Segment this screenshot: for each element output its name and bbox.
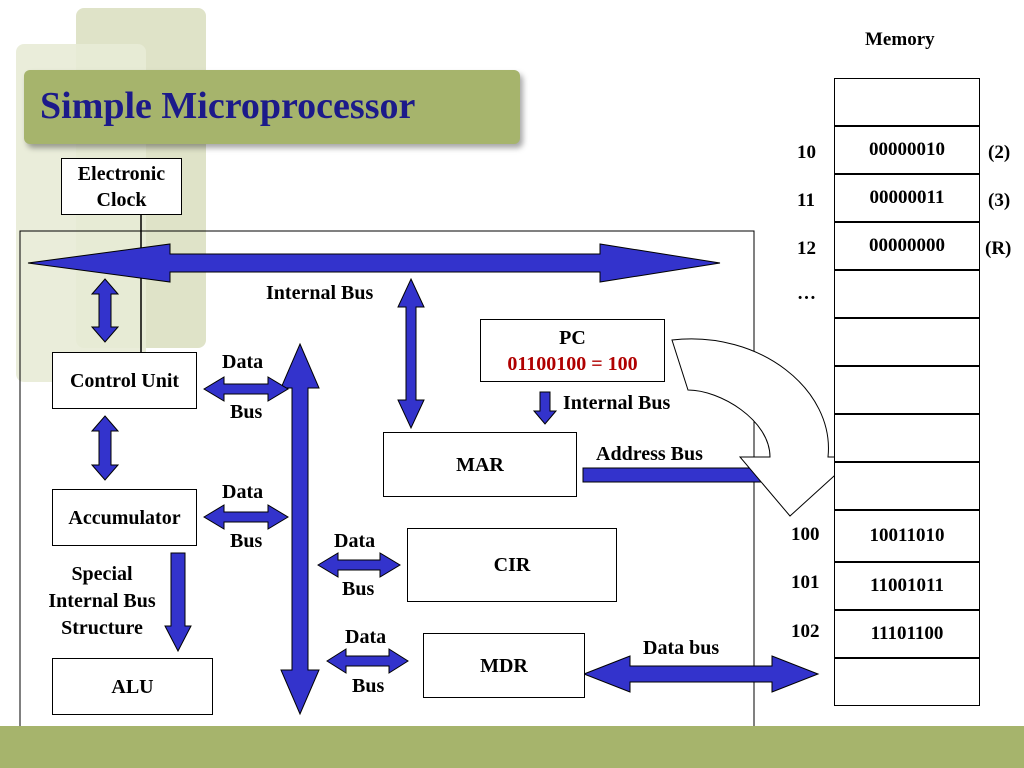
cir-label: CIR [493,554,531,576]
mar-label: MAR [456,453,504,476]
memory-cell [834,414,980,462]
memory-cell [834,658,980,706]
bus-mar-arrow [397,277,425,430]
acc-bus-label: Bus [230,530,263,552]
pc-mar-arrow [532,391,558,425]
alu-label: ALU [111,675,154,698]
mdr-label: MDR [480,654,528,677]
special-line2: Internal Bus [48,590,156,612]
memory-value: 00000011 [869,187,945,208]
memory-address: 10 [797,142,816,163]
memory-note: (R) [985,238,1012,259]
cu-bus-label: Bus [230,401,263,423]
memory-value: 11101100 [870,623,944,644]
mdr-box: MDR [423,633,585,698]
memory-data-bus-label: Data bus [643,637,720,659]
acc-data-bus-arrow [203,504,289,530]
memory-cell: 00000000 [834,222,980,270]
memory-cell [834,366,980,414]
special-line3: Structure [61,617,143,639]
special-line1: Special [71,563,133,585]
memory-address: 101 [791,572,820,593]
title-banner [24,70,520,144]
memory-cell: 00000011 [834,174,980,222]
memory-data-bus-arrow [582,655,820,693]
mdr-bus-label: Bus [352,675,385,697]
memory-address: 11 [797,190,815,211]
accumulator-box: Accumulator [52,489,197,546]
pc-internal-bus-label: Internal Bus [563,392,671,414]
clock-label-line2: Clock [96,188,147,211]
memory-address: 100 [791,524,820,545]
cir-data-label: Data [334,530,376,552]
vertical-data-bus [280,342,320,716]
pc-box: PC 01100100 = 100 [480,319,665,382]
cir-bus-label: Bus [342,578,375,600]
memory-ellipsis: … [797,283,816,304]
memory-value: 00000000 [869,235,945,256]
memory-cell [834,270,980,318]
memory-cell [834,462,980,510]
cu-data-label: Data [222,351,264,373]
pc-to-memory-curve-arrow [671,338,857,517]
memory-note: (2) [988,142,1011,163]
pc-value: 01100100 = 100 [507,352,638,375]
pc-label: PC [559,326,586,349]
mdr-data-label: Data [345,626,387,648]
memory-value: 00000010 [869,139,945,160]
memory-cell [834,78,980,126]
internal-bus-arrow [27,243,721,283]
alu-box: ALU [52,658,213,715]
memory-cell [834,318,980,366]
mdr-data-bus-arrow [326,648,409,674]
mar-box: MAR [383,432,577,497]
memory-address: 12 [797,238,816,259]
footer-bar [0,726,1024,768]
acc-data-label: Data [222,481,264,503]
memory-cell: 10011010 [834,510,980,562]
memory-address: 102 [791,621,820,642]
slide-title: Simple Microprocessor [40,85,416,127]
memory-cell: 11001011 [834,562,980,610]
cu-data-bus-arrow [203,376,289,402]
control-unit-label: Control Unit [69,369,180,392]
memory-value: 11001011 [870,575,944,596]
special-internal-bus-label: Special Internal Bus Structure [36,561,168,642]
clock-label-line1: Electronic [77,162,166,185]
cir-data-bus-arrow [317,552,401,578]
memory-cell: 00000010 [834,126,980,174]
memory-value: 10011010 [869,525,945,546]
control-unit-box: Control Unit [52,352,197,409]
address-bus-label: Address Bus [596,443,703,465]
memory-cell: 11101100 [834,610,980,658]
internal-bus-label: Internal Bus [266,282,374,304]
cir-box: CIR [407,528,617,602]
electronic-clock-box: Electronic Clock [61,158,182,215]
control-accumulator-arrow [90,415,120,481]
memory-title: Memory [865,29,935,50]
bus-control-arrow [90,278,120,343]
accumulator-label: Accumulator [68,506,181,529]
accumulator-alu-arrow [164,552,192,653]
memory-note: (3) [988,190,1011,211]
